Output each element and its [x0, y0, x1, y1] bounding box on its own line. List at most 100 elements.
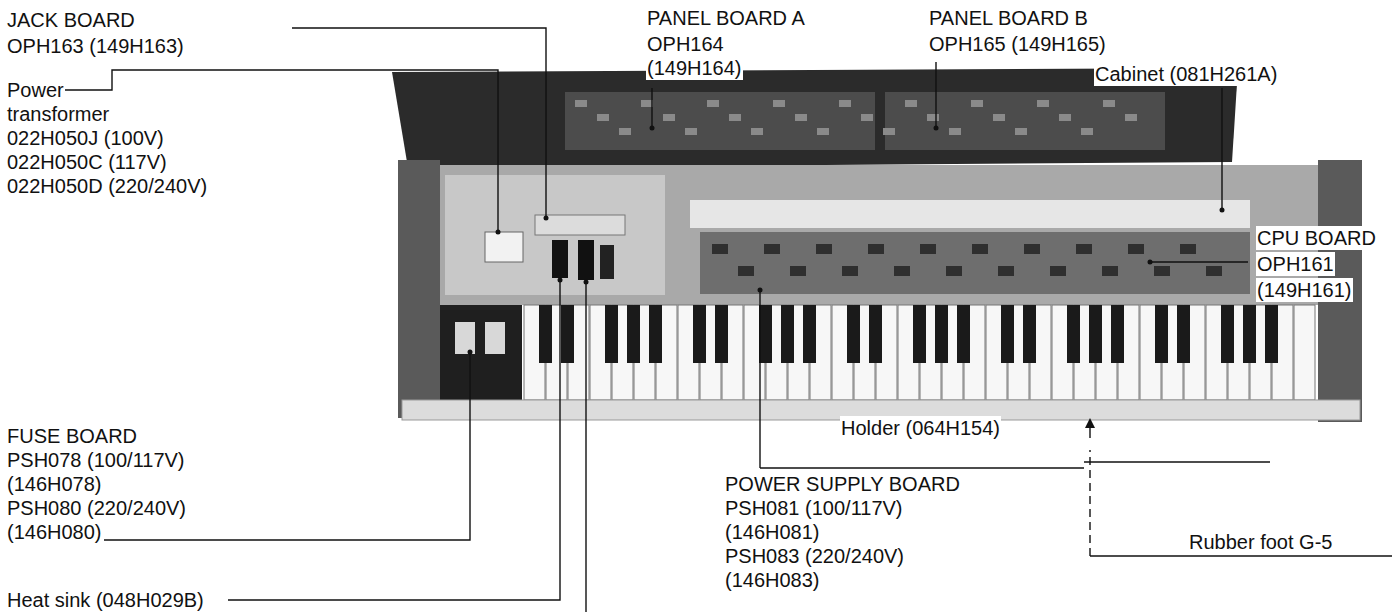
chip-shape — [971, 100, 983, 107]
part-label: 022H050D (220/240V) — [6, 174, 208, 198]
chip-shape — [993, 114, 1005, 121]
chip-shape — [972, 244, 988, 254]
chip-shape — [839, 100, 851, 107]
chip-shape — [1059, 114, 1071, 121]
chip-shape — [1050, 266, 1066, 276]
chip-shape — [842, 266, 858, 276]
black-key — [1111, 305, 1124, 363]
chip-shape — [861, 114, 873, 121]
chip-shape — [641, 100, 653, 107]
black-key — [627, 305, 640, 363]
leader-dot — [468, 350, 473, 355]
chip-shape — [712, 244, 728, 254]
chip-shape — [894, 266, 910, 276]
rubber-foot-underline — [1090, 555, 1392, 556]
control-panel — [440, 305, 522, 400]
black-key — [1243, 305, 1256, 363]
part-label: Cabinet (081H261A) — [1094, 62, 1278, 86]
chip-shape — [905, 100, 917, 107]
chip-shape — [1102, 266, 1118, 276]
cabinet-interior — [438, 165, 1320, 305]
part-label: (146H081) — [724, 520, 821, 544]
black-key — [605, 305, 618, 363]
black-key — [1221, 305, 1234, 363]
part-label: (149H161) — [1256, 278, 1353, 302]
black-key — [1067, 305, 1080, 363]
leader-dot — [1220, 208, 1225, 213]
part-label: (146H078) — [6, 472, 103, 496]
black-key — [1177, 305, 1190, 363]
part-label: PSH080 (220/240V) — [6, 496, 187, 520]
part-label: PSH081 (100/117V) — [724, 496, 904, 520]
leader-line — [1150, 261, 1248, 262]
chip-shape — [619, 128, 631, 135]
chip-shape — [773, 100, 785, 107]
chip-shape — [946, 266, 962, 276]
chip-shape — [1076, 244, 1092, 254]
part-label: CPU BOARD — [1256, 226, 1377, 250]
part-label: (146H083) — [724, 568, 821, 592]
white-key — [1294, 305, 1315, 400]
chip-shape — [1015, 128, 1027, 135]
chip-shape — [790, 266, 806, 276]
chip-shape — [707, 100, 719, 107]
heat-sink-shape — [600, 245, 614, 279]
leader-dot — [496, 230, 501, 235]
black-key — [539, 305, 552, 363]
leader-line — [585, 282, 586, 612]
wheel-shape — [455, 322, 475, 354]
part-label: FUSE BOARD — [6, 424, 138, 448]
part-label: OPH161 — [1256, 252, 1335, 276]
black-key — [847, 305, 860, 363]
part-label: Holder (064H154) — [840, 416, 1001, 440]
leader-dot — [584, 280, 589, 285]
chip-shape — [729, 114, 741, 121]
chip-shape — [795, 114, 807, 121]
black-key — [957, 305, 970, 363]
chip-shape — [764, 244, 780, 254]
black-key — [649, 305, 662, 363]
part-label: transformer — [6, 102, 110, 126]
wheel-shape — [485, 322, 505, 354]
chip-shape — [1037, 100, 1049, 107]
part-label: 022H050C (117V) — [6, 150, 168, 174]
chip-shape — [998, 266, 1014, 276]
black-key — [1023, 305, 1036, 363]
part-label: PANEL BOARD B — [928, 6, 1089, 30]
transformer-shape — [485, 232, 523, 262]
chip-shape — [738, 266, 754, 276]
chip-shape — [927, 114, 939, 121]
arrowhead — [1085, 418, 1095, 428]
leader-dot — [558, 278, 563, 283]
white-keys — [524, 305, 1315, 400]
black-key — [1001, 305, 1014, 363]
leader-line — [759, 290, 760, 468]
leader-line — [292, 28, 546, 218]
chip-shape — [575, 100, 587, 107]
capacitor-shape — [578, 240, 594, 280]
left-end-block — [398, 160, 440, 418]
leader-dot — [544, 216, 549, 221]
black-key — [869, 305, 882, 363]
black-key — [759, 305, 772, 363]
black-key — [1155, 305, 1168, 363]
rubber-foot-leader — [1089, 450, 1090, 556]
chip-shape — [949, 128, 961, 135]
part-label: JACK BOARD — [6, 8, 136, 32]
part-label: OPH163 (149H163) — [6, 34, 185, 58]
leader-line — [651, 88, 652, 128]
black-key — [935, 305, 948, 363]
part-label: PSH078 (100/117V) — [6, 448, 186, 472]
black-key — [781, 305, 794, 363]
black-keys — [539, 305, 1278, 363]
leader-line — [1221, 88, 1222, 210]
part-label: Rubber foot G-5 — [1188, 530, 1333, 554]
black-key — [561, 305, 574, 363]
part-label: PANEL BOARD A — [646, 6, 806, 30]
chip-shape — [1154, 266, 1170, 276]
part-label: Power — [6, 78, 65, 102]
part-label: OPH165 (149H165) — [928, 32, 1107, 56]
part-label: (149H164) — [646, 56, 743, 80]
black-key — [1089, 305, 1102, 363]
